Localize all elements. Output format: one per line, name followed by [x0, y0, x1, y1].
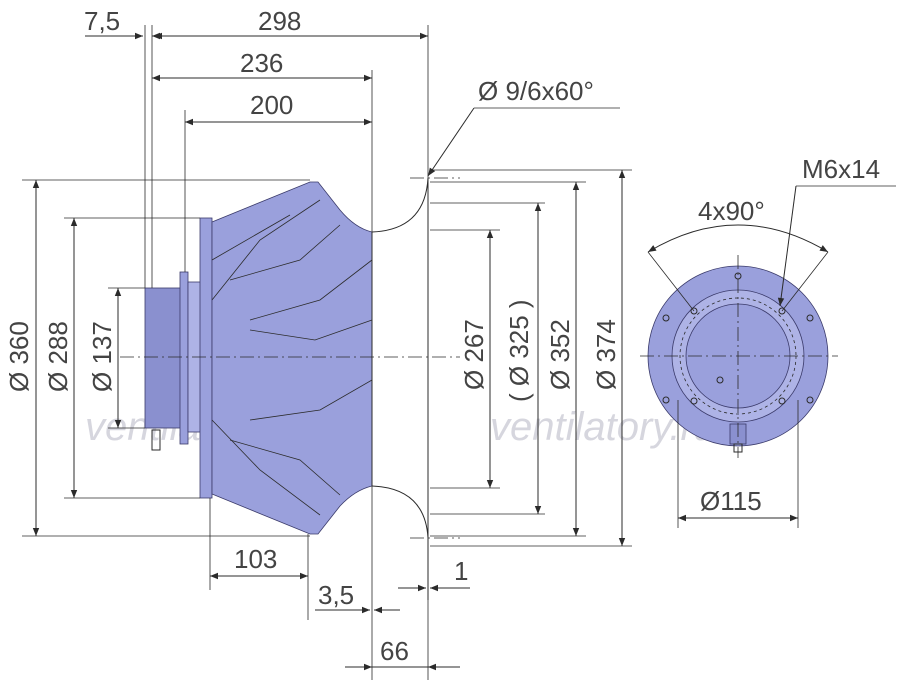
- m6-hole: [778, 307, 786, 315]
- dim-115: Ø115: [700, 486, 762, 516]
- dim-288: Ø 288: [43, 321, 73, 392]
- dim-66: 66: [380, 636, 409, 666]
- dim-4x90: 4x90°: [698, 196, 765, 226]
- angle-ext-right: [781, 251, 829, 312]
- dim-7-5: 7,5: [84, 6, 120, 36]
- dim-267: Ø 267: [459, 319, 489, 390]
- dim-1: 1: [454, 556, 468, 586]
- dim-hole: Ø 9/6x60°: [478, 76, 594, 106]
- hole-leader: [427, 107, 475, 177]
- dim-352: Ø 352: [545, 319, 575, 390]
- m6-leader: [777, 185, 797, 307]
- mount-hole: [806, 314, 814, 322]
- motor-flange: [179, 271, 189, 445]
- m6-hole: [716, 376, 724, 384]
- mount-hole: [806, 396, 814, 404]
- angle-ext-left: [647, 251, 695, 312]
- dim-137: Ø 137: [87, 321, 117, 392]
- left-dimensions: Ø 360 Ø 288 Ø 137: [4, 179, 310, 537]
- dim-200: 200: [250, 90, 293, 120]
- blade-line: [249, 319, 373, 341]
- motor-hub: [144, 287, 186, 429]
- blade-line: [249, 379, 373, 421]
- blade-line: [211, 214, 291, 261]
- m6-hole: [690, 397, 698, 405]
- dim-360: Ø 360: [4, 321, 34, 392]
- bottom-dimensions: 103 3,5 1 66: [209, 486, 470, 680]
- dim-325: ( Ø 325 ): [504, 299, 534, 402]
- top-dimensions: 7,5 298 236 200: [84, 6, 429, 288]
- blade-line: [249, 259, 373, 321]
- dim-374: Ø 374: [591, 319, 621, 390]
- inlet-top: [371, 177, 429, 233]
- cable-gland: [151, 429, 161, 451]
- blade-line: [229, 224, 341, 281]
- dim-3-5: 3,5: [318, 580, 354, 610]
- dim-298: 298: [258, 6, 301, 36]
- dim-236: 236: [240, 48, 283, 78]
- backplate: [199, 217, 213, 499]
- mount-hole: [662, 314, 670, 322]
- right-dimensions: Ø 267 ( Ø 325 ) Ø 352 Ø 374: [430, 169, 632, 547]
- dim-103: 103: [234, 544, 277, 574]
- fan-side-view: [144, 177, 429, 600]
- impeller-body: [211, 181, 373, 535]
- blade-line: [229, 439, 341, 496]
- dim-m6: M6x14: [802, 154, 880, 184]
- m6-hole: [690, 307, 698, 315]
- mount-hole: [662, 396, 670, 404]
- blade-line: [211, 419, 321, 516]
- m6-hole: [778, 397, 786, 405]
- fan-rear-view: 4x90° M6x14 Ø115: [640, 154, 896, 528]
- blade-line: [211, 199, 321, 301]
- inlet-bottom: [371, 485, 429, 539]
- angle-arc: [647, 224, 829, 253]
